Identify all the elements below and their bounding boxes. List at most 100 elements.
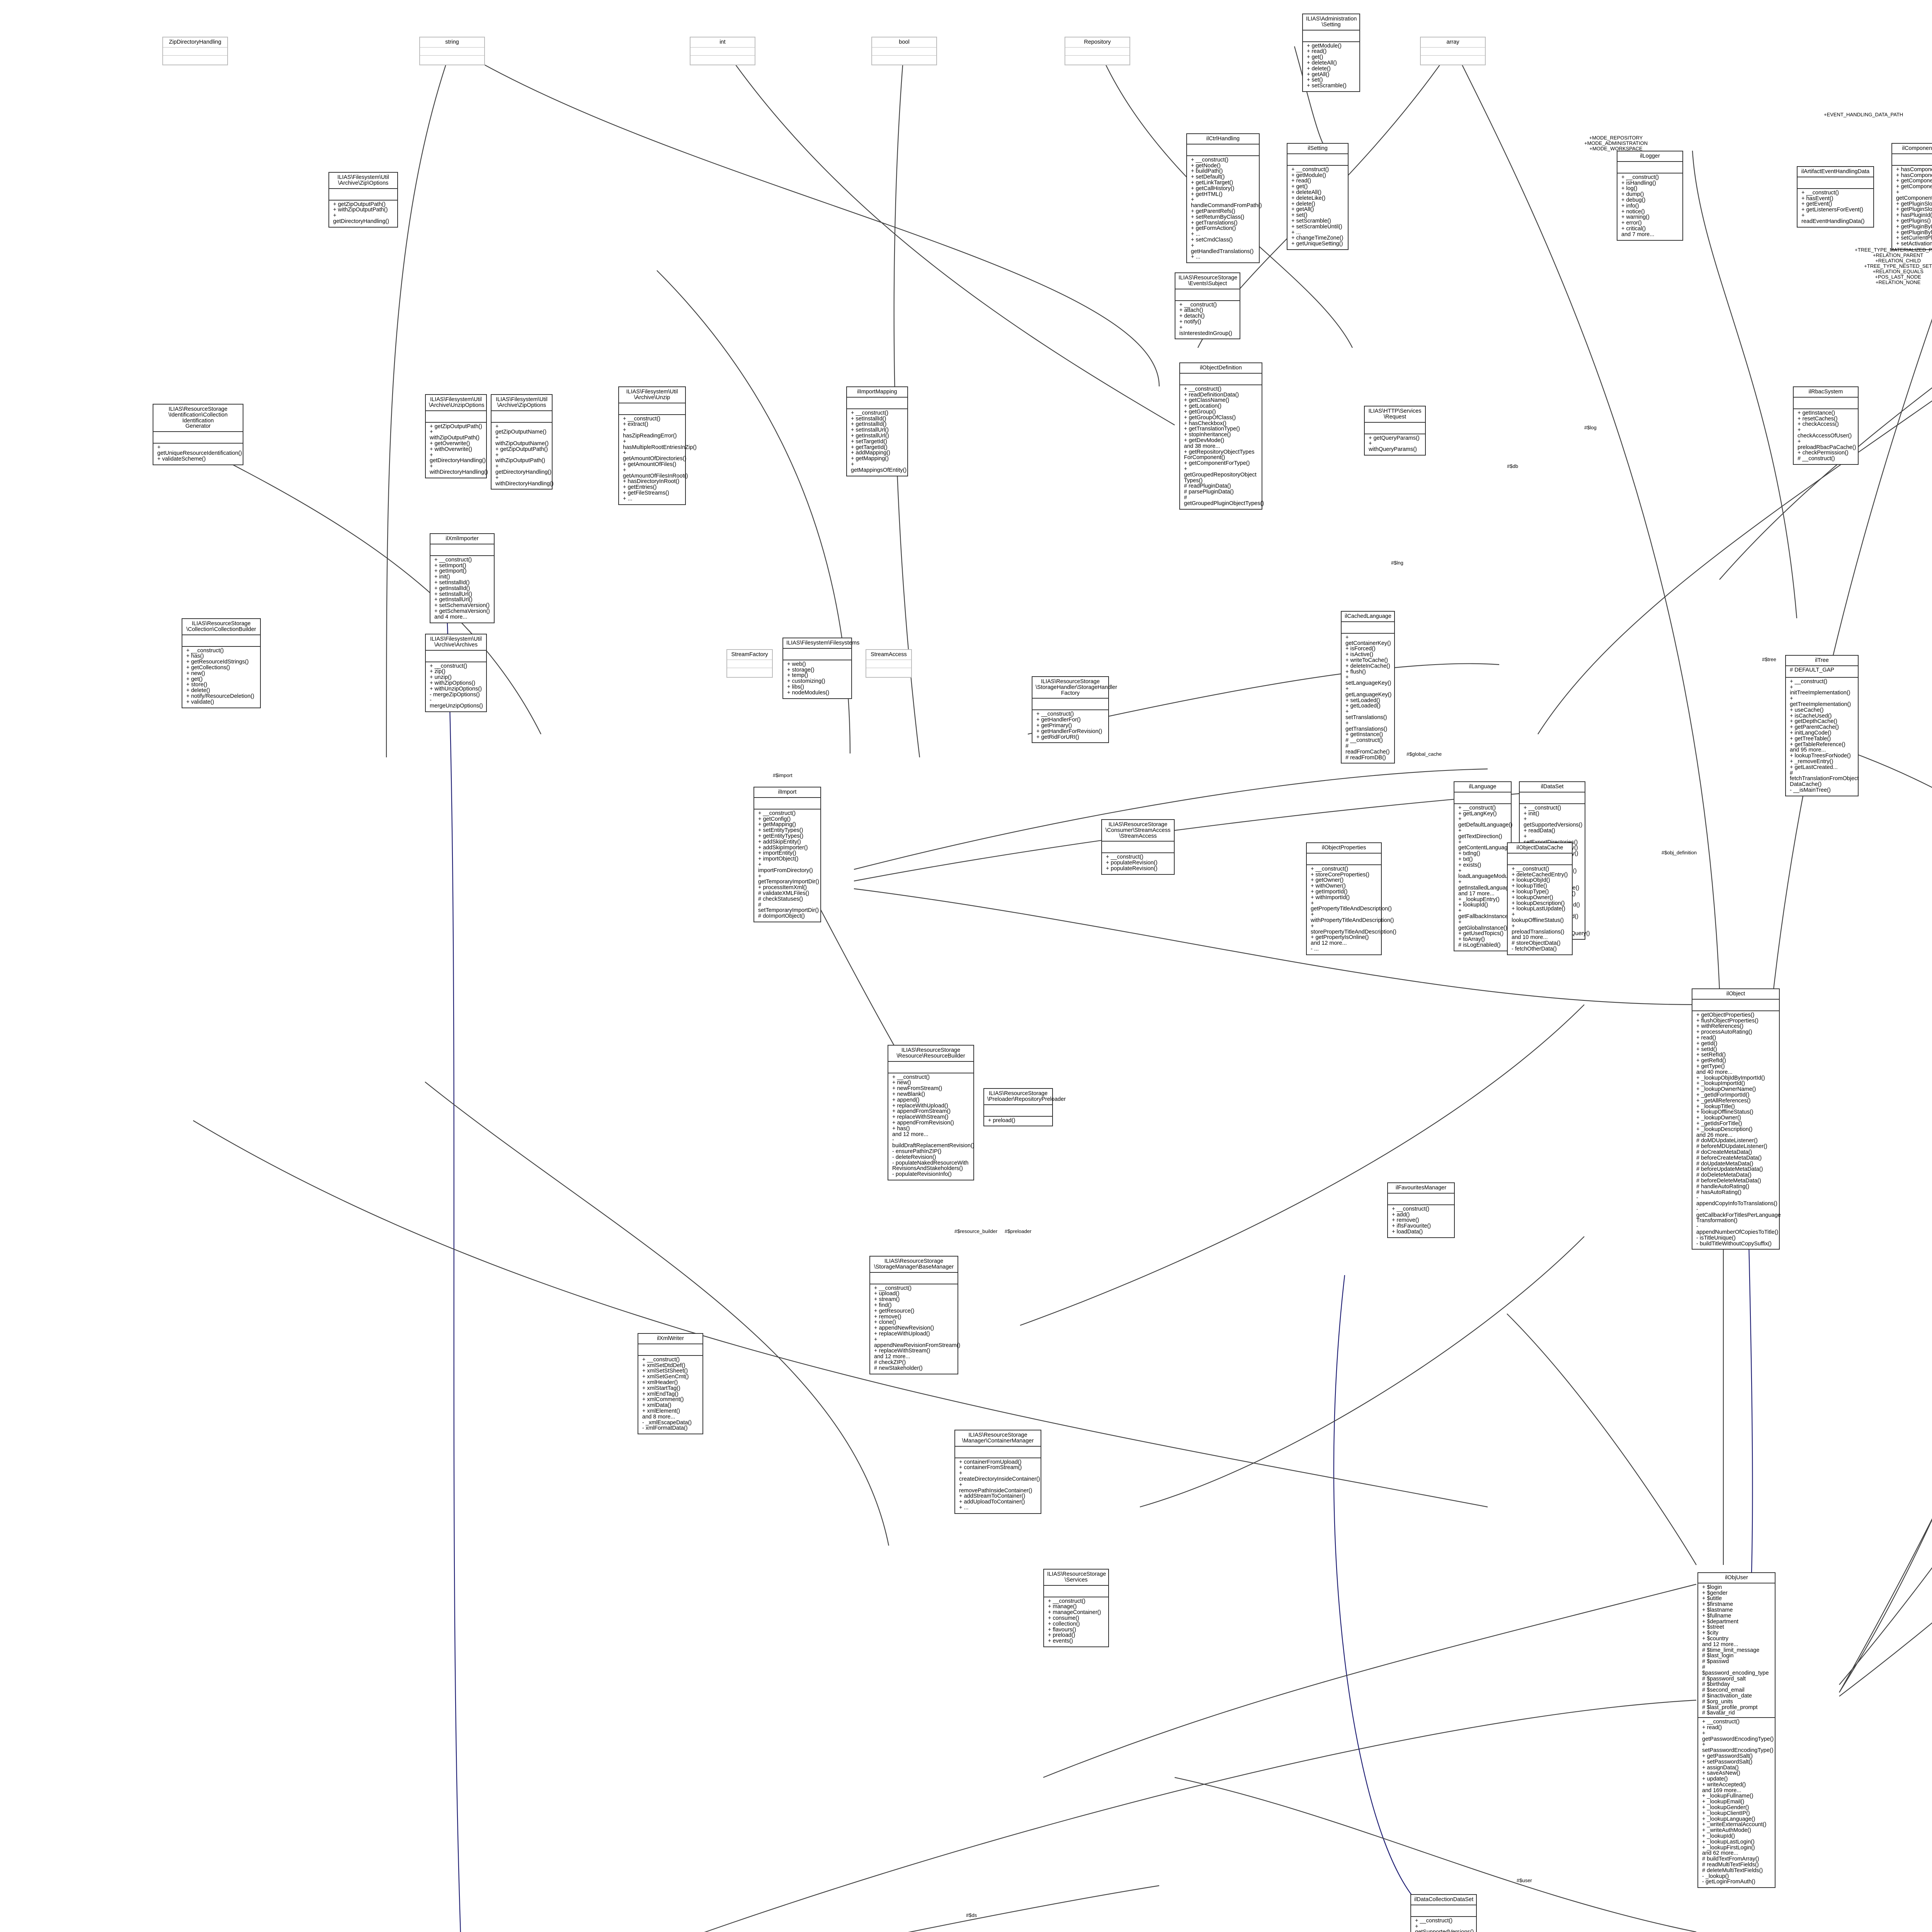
class-ilZipOptions[interactable]: ILIAS\Filesystem\Util \Archive\ZipOption… [491,394,554,490]
class-ilHttpRequest[interactable]: ILIAS\HTTP\Services \Request + getQueryP… [1364,406,1426,456]
class-stub-int[interactable]: int [690,37,755,65]
class-title: ILIAS\Administration \Setting [1303,14,1359,31]
class-ilImport[interactable]: ilImport + __construct() + getConfig() +… [753,787,821,922]
class-ilObjUser[interactable]: ilObjUser + $login + $gender + $utitle +… [1697,1572,1776,1888]
class-operations: + __construct() + getNode() + buildPath(… [1191,156,1262,260]
class-operations [1421,56,1485,65]
class-ilXmlWriter[interactable]: ilXmlWriter + __construct() + xmlSetDtdD… [638,1333,703,1435]
class-attributes [1388,1194,1454,1205]
class-attributes [1342,622,1394,634]
class-attributes [1287,154,1348,166]
class-title: ilSetting [1287,144,1348,154]
class-stub-StreamAccess[interactable]: StreamAccess [866,649,912,678]
class-ilXmlImporter[interactable]: ilXmlImporter + __construct() + setImpor… [430,533,495,623]
class-operations: + __construct() + upload() + stream() + … [874,1285,961,1371]
class-ilSetting[interactable]: ilSetting + __construct() + getModule() … [1287,143,1349,250]
class-ilCachedLanguage[interactable]: ilCachedLanguage + getContainerKey() + i… [1341,611,1395,764]
class-operations: + __construct() + getConfig() + getMappi… [758,810,819,920]
class-operations: + __construct() + populateRevision() + p… [1106,854,1158,872]
class-ilCtrlHandling[interactable]: ilCtrlHandling + __construct() + getNode… [1186,133,1262,264]
class-operations: + getContainerKey() + isForced() + isAct… [1345,634,1392,761]
class-operations: + __construct() + getModule() + read() +… [1291,166,1344,247]
class-ilObjectIconUpload[interactable]: ILIAS\Filesystem\Util \Archive\Unzip + _… [618,386,697,505]
class-title: ilXmlImporter [430,534,494,544]
class-ilObjectDefinition[interactable]: ilObjectDefinition + __construct() + rea… [1179,362,1264,510]
class-stub-StreamFactory[interactable]: StreamFactory [726,649,773,678]
class-attributes [492,411,552,423]
class-operations: + getQueryParams() + withQueryParams() [1369,435,1420,453]
class-ilArchives[interactable]: ILIAS\Filesystem\Util \Archive\Archives … [425,634,487,712]
class-title: ILIAS\HTTP\Services \Request [1365,406,1425,423]
class-ilIdentificationGenerator[interactable]: ILIAS\ResourceStorage \Identification\Co… [153,404,243,465]
class-ilUnzipOptions[interactable]: ILIAS\Filesystem\Util \Archive\UnzipOpti… [425,394,488,478]
class-operations: + __construct() + getSupportedVersions()… [1415,1917,1474,1932]
class-ilContainerManager[interactable]: ILIAS\ResourceStorage \Manager\Container… [954,1430,1041,1514]
class-ilCollectionBuilder[interactable]: ILIAS\ResourceStorage \Collection\Collec… [182,618,261,708]
class-ilZipOptions-top[interactable]: ILIAS\Filesystem\Util \Archive\Zip\Optio… [328,172,398,228]
class-ilStorageHandlerFactory[interactable]: ILIAS\ResourceStorage \StorageHandler\St… [1032,676,1117,743]
edge-label-lng: #$lng [1391,560,1403,566]
class-ilRbacSystem[interactable]: ilRbacSystem + getInstance() + resetCach… [1793,386,1859,465]
class-operations: + getModule() + read() + get() + deleteA… [1307,43,1347,89]
class-ilArtifactEventHandlingData[interactable]: ilArtifactEventHandlingData + __construc… [1797,166,1874,228]
class-operations: + __construct() + isHandling() + log() +… [1621,174,1659,238]
class-title: StreamAccess [866,650,911,660]
class-ilServices[interactable]: ILIAS\ResourceStorage \Services + __cons… [1043,1569,1109,1647]
class-operations: + __construct() + setImport() + getImpor… [434,556,490,620]
class-ilLanguage[interactable]: ilLanguage + __construct() + getLangKey(… [1454,781,1519,951]
class-attributes [619,403,685,415]
class-ilFilesystems[interactable]: ILIAS\Filesystem\Filesystems + web() + s… [782,638,859,699]
class-attributes [870,1273,957,1284]
class-ilPreloader[interactable]: ILIAS\ResourceStorage \Preloader\Reposit… [983,1088,1066,1127]
class-stub-string[interactable]: string [419,37,485,65]
class-title: int [690,37,755,48]
class-ilDataCollectionDataSet[interactable]: ilDataCollectionDataSet + __construct() … [1410,1894,1477,1932]
class-title: Repository [1065,37,1129,48]
edge-label-db: #$db [1507,463,1518,469]
class-title: ilObjectProperties [1307,843,1381,854]
class-title: ilCachedLanguage [1342,612,1394,622]
class-attributes [872,48,936,56]
class-ilFavouritesManager[interactable]: ilFavouritesManager + __construct() + ad… [1387,1182,1455,1238]
class-operations [420,56,484,65]
class-title: ZipDirectoryHandling [163,37,227,48]
class-operations: + getZipOutputPath() + withZipOutputPath… [430,423,488,475]
class-ilEventsSubject[interactable]: ILIAS\ResourceStorage \Events\Subject + … [1175,272,1240,340]
class-operations: + __construct() + manage() + manageConta… [1048,1598,1101,1645]
class-ilStreamAccess[interactable]: ILIAS\ResourceStorage \Consumer\StreamAc… [1101,819,1175,875]
class-attributes [1307,854,1381,865]
class-ilResourceBuilder[interactable]: ILIAS\ResourceStorage \Resource\Resource… [888,1045,975,1180]
class-title: ilArtifactEventHandlingData [1798,167,1873,177]
class-operations: + web() + storage() + temp() + customizi… [787,661,830,696]
class-title: ILIAS\ResourceStorage \Resource\Resource… [888,1046,973,1062]
class-ilStorageManager[interactable]: ILIAS\ResourceStorage \StorageManager\Ba… [869,1256,961,1374]
class-title: StreamFactory [727,650,772,660]
class-attributes [1065,48,1129,56]
class-ilImportMapping[interactable]: ilImportMapping + __construct() + setIns… [846,386,908,476]
edge-label-tree: #$tree [1762,656,1776,662]
class-ilLogger[interactable]: ilLogger + __construct() + isHandling() … [1617,151,1683,241]
class-title: ilObjectDefinition [1180,363,1262,374]
class-stub-bool[interactable]: bool [871,37,937,65]
class-attributes [727,660,772,668]
class-stub-ZipDirectoryHandling[interactable]: ZipDirectoryHandling [162,37,228,65]
class-attributes: # DEFAULT_GAP [1786,666,1858,678]
class-title: ILIAS\Filesystem\Util \Archive\UnzipOpti… [426,395,486,411]
class-ilTree[interactable]: ilTree # DEFAULT_GAP + __construct() + i… [1785,655,1859,796]
class-operations: + __construct() + deleteCachedEntry() + … [1512,866,1568,952]
class-stub-array[interactable]: array [1420,37,1486,65]
class-ilObject[interactable]: ilObject + getObjectProperties() + flush… [1692,988,1781,1250]
class-operations: + getUniqueResourceIdentification() + va… [157,444,242,462]
class-attributes [1617,162,1682,173]
class-ilComponentRepository[interactable]: ilComponentRepository + hasComponent() +… [1891,143,1932,250]
class-ilObjectProperties[interactable]: ilObjectProperties + __construct() + sto… [1306,842,1396,955]
class-ilAdministrationSetting[interactable]: ILIAS\Administration \Setting + getModul… [1302,14,1360,92]
class-stub-Repository[interactable]: Repository [1065,37,1130,65]
class-attributes [984,1105,1052,1117]
class-attributes [153,432,243,444]
class-ilObjectDataCache[interactable]: ilObjectDataCache + __construct() + dele… [1507,842,1573,955]
class-title: ILIAS\ResourceStorage \Events\Subject [1175,273,1240,289]
class-operations: + __construct() + attach() + detach() + … [1179,301,1233,337]
class-title: ILIAS\Filesystem\Util \Archive\Zip\Optio… [329,173,397,189]
